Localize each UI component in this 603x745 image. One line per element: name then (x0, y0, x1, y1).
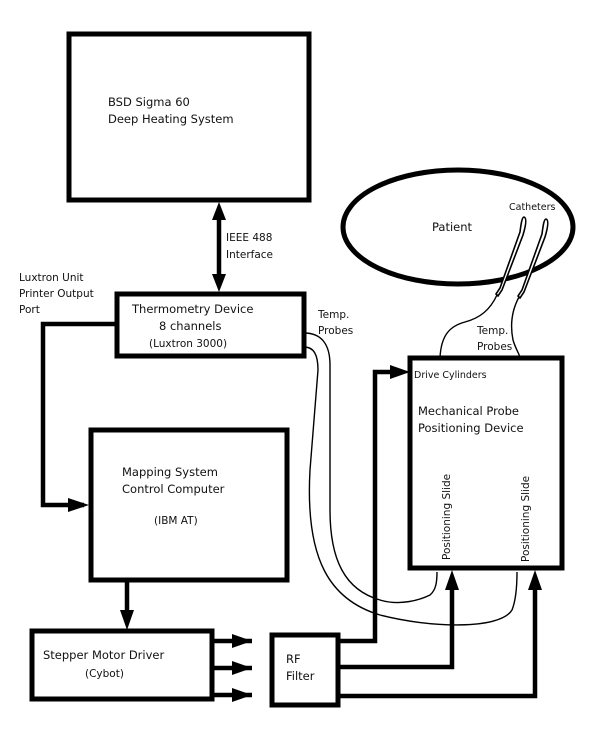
rf-slide1-line (338, 588, 455, 670)
luxtron-label-line2: Printer Output (19, 288, 94, 300)
mapping-title: Mapping System (122, 465, 218, 479)
ieee-arrow-up-head (212, 202, 226, 220)
bsd-sigma-box (66, 31, 312, 203)
bsd-sigma-subtitle: Deep Heating System (108, 112, 234, 126)
rf-to-slide1-connector (338, 570, 459, 670)
mapping-system-box (88, 427, 290, 583)
probe-cable-1 (303, 332, 438, 604)
temp-probes-left-label-2: Probes (318, 325, 353, 337)
mechanical-probe-title: Mechanical Probe (418, 404, 519, 418)
stepper-motor-node: Stepper Motor Driver (Cybot) (29, 628, 215, 702)
catheters (494, 216, 549, 300)
temp-probes-right-label-2: Probes (477, 341, 512, 353)
stepper-rf-arrowhead-1 (232, 634, 252, 648)
thermometry-model: (Luxtron 3000) (149, 338, 227, 350)
catheters-label: Catheters (509, 202, 556, 213)
temp-probes-right-label-1: Temp. (476, 325, 508, 337)
temp-probe-cables-right (439, 294, 521, 359)
patient-label: Patient (432, 220, 473, 234)
probe-wire-1 (439, 294, 498, 359)
probe-cable-2 (303, 346, 518, 626)
rf-drive-arrowhead (390, 365, 410, 379)
temp-probes-left-label-1: Temp. (317, 309, 349, 321)
thermometry-title: Thermometry Device (131, 302, 253, 316)
luxtron-label-line3: Port (19, 304, 40, 316)
thermometry-node: Thermometry Device 8 channels (Luxtron 3… (114, 291, 307, 359)
mapping-system-node: Mapping System Control Computer (IBM AT) (88, 427, 290, 583)
printer-output-connector (40, 321, 117, 512)
stepper-title: Stepper Motor Driver (43, 648, 164, 662)
bsd-sigma-title: BSD Sigma 60 (108, 95, 190, 109)
stepper-model: (Cybot) (85, 668, 124, 680)
ieee-arrow-down-head (212, 274, 226, 292)
mapping-to-stepper-connector (120, 582, 134, 630)
thermometry-channels: 8 channels (159, 319, 221, 333)
luxtron-port-label: Luxtron Unit Printer Output Port (19, 272, 94, 316)
stepper-rf-arrowhead-3 (232, 688, 252, 702)
rf-drive-line (338, 369, 395, 644)
temp-probe-cables-left (303, 332, 518, 626)
stepper-rf-arrowhead-2 (232, 661, 252, 675)
rf-filter-subtitle: Filter (286, 669, 315, 683)
rf-to-slide2-connector (338, 570, 542, 699)
mapping-stepper-arrowhead (120, 610, 134, 630)
rf-slide2-line (338, 588, 538, 699)
probe-wire-2 (510, 296, 521, 359)
stepper-to-rf-connectors (212, 634, 252, 702)
mechanical-probe-subtitle: Positioning Device (418, 421, 524, 435)
rf-filter-box (269, 632, 341, 708)
rf-slide2-arrowhead (528, 570, 542, 590)
patient-node: Patient Catheters (340, 167, 576, 287)
positioning-slide-label-2: Positioning Slide (520, 476, 532, 562)
catheter-1 (494, 216, 527, 298)
rf-filter-node: RF Filter (269, 632, 341, 708)
ieee-488-connector: IEEE 488 Interface (212, 202, 273, 292)
patient-ellipse (340, 167, 576, 287)
rf-filter-title: RF (286, 652, 301, 666)
stepper-motor-box (29, 628, 215, 702)
bsd-sigma-node: BSD Sigma 60 Deep Heating System (66, 31, 312, 203)
rf-to-drive-cylinders-connector (338, 365, 410, 644)
mapping-subtitle: Control Computer (122, 482, 225, 496)
interface-label: Interface (226, 249, 273, 261)
drive-cylinders-label: Drive Cylinders (414, 370, 487, 381)
printer-output-arrowhead (68, 498, 89, 512)
rf-slide1-arrowhead (445, 570, 459, 590)
mechanical-probe-node: Drive Cylinders Mechanical Probe Positio… (407, 355, 565, 571)
mechanical-probe-box (407, 355, 565, 571)
printer-output-line (40, 321, 117, 508)
mapping-model: (IBM AT) (154, 515, 198, 527)
ieee-label: IEEE 488 (226, 232, 272, 244)
positioning-slide-label-1: Positioning Slide (441, 474, 453, 560)
luxtron-label-line1: Luxtron Unit (19, 272, 84, 284)
